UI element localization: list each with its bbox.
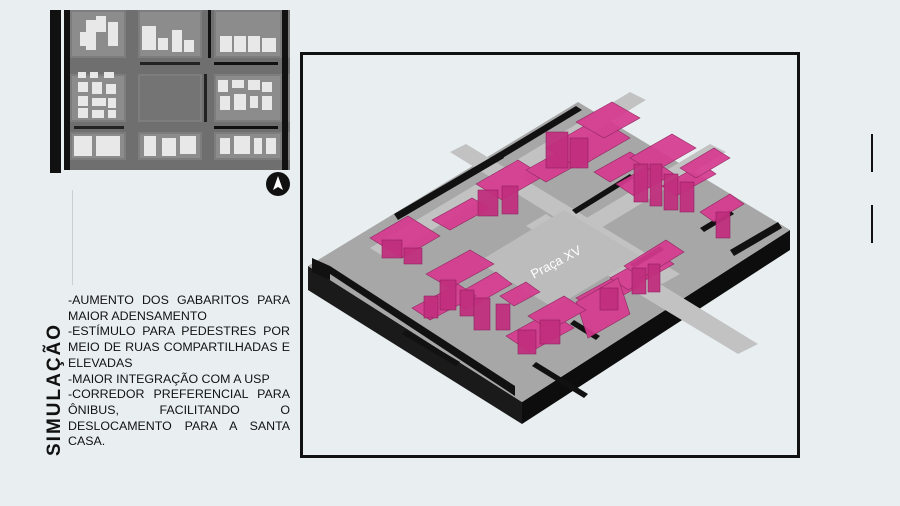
right-tick-top (871, 134, 873, 172)
north-arrow-icon (266, 172, 290, 196)
notes-list: -AUMENTO DOS GABARITOS PARA MAIOR ADENSA… (68, 293, 290, 450)
section-title: SIMULAÇÃO (44, 322, 65, 456)
left-divider-line (72, 190, 73, 285)
right-tick-bottom (871, 205, 873, 243)
note-item: -CORREDOR PREFERENCIAL PARA ÔNIBUS, FACI… (68, 387, 290, 449)
site-plan (64, 10, 290, 170)
note-item: -ESTÍMULO PARA PEDESTRES POR MEIO DE RUA… (68, 324, 290, 370)
model-frame (300, 52, 800, 458)
note-item: -MAIOR INTEGRAÇÃO COM A USP (68, 371, 270, 386)
left-accent-bar (50, 10, 61, 173)
note-item: -AUMENTO DOS GABARITOS PARA MAIOR ADENSA… (68, 293, 290, 323)
isometric-model: Praça XV (308, 92, 790, 424)
